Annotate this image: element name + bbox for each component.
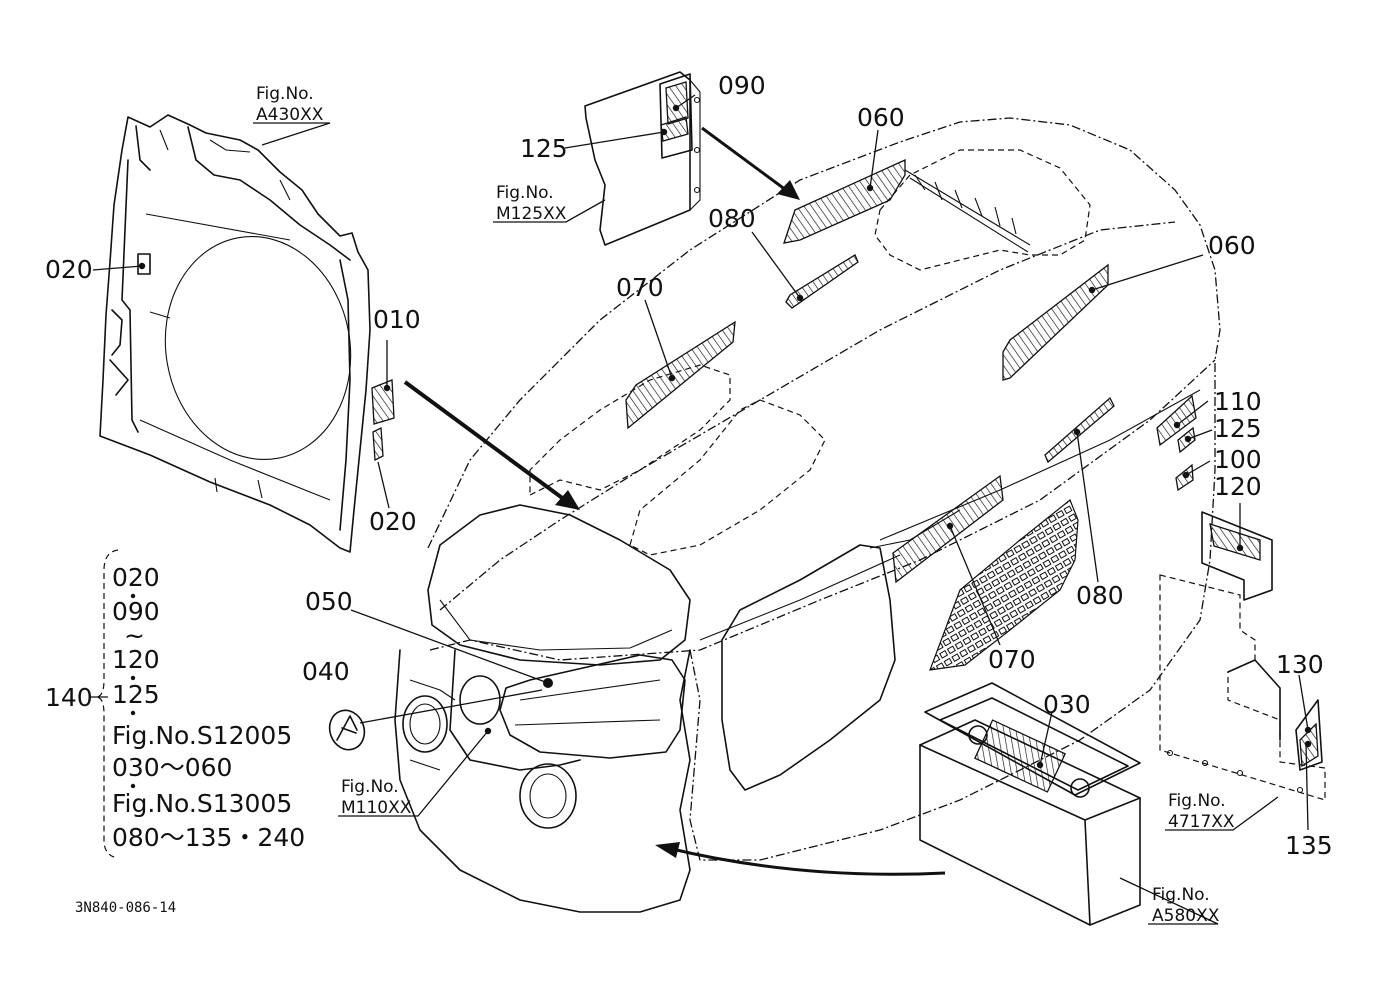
callout-060-top: 060 — [857, 103, 905, 132]
decal-090 — [665, 81, 689, 125]
callout-110: 110 — [1214, 387, 1262, 416]
emblem-040 — [328, 709, 366, 751]
callout-040: 040 — [302, 657, 350, 686]
decal-070-top — [625, 320, 736, 430]
decal-120 — [1209, 523, 1261, 561]
callout-120: 120 — [1214, 472, 1262, 501]
set-140-separator-dot — [130, 783, 136, 789]
set-140-line-4: 120 — [112, 645, 160, 674]
battery-drawing — [919, 682, 1141, 926]
callout-125-right: 125 — [1214, 414, 1262, 443]
decal-060-top — [783, 158, 906, 244]
assembly-arrows — [359, 126, 946, 876]
drawing-code: 3N840-086-14 — [75, 900, 176, 916]
callout-125-top: 125 — [520, 134, 568, 163]
callout-090: 090 — [718, 71, 766, 100]
decal-080-top — [785, 254, 859, 309]
upper-cover-panel — [584, 71, 701, 246]
decal-010 — [371, 379, 395, 425]
set-140-separator-dot — [130, 675, 136, 681]
decal-110 — [1156, 394, 1197, 447]
set-140-line-5: 125 — [112, 680, 160, 709]
fig-ref-m110-label: Fig.No. — [341, 777, 399, 797]
set-140-line-8: Fig.No.S13005 — [112, 789, 292, 818]
callout-030: 030 — [1043, 690, 1091, 719]
fig-ref-a580-label: Fig.No. — [1152, 885, 1210, 905]
decal-070-side — [892, 474, 1004, 584]
callout-130: 130 — [1276, 650, 1324, 679]
bracket-drawing — [1159, 511, 1326, 801]
fig-ref-m125-code: M125XX — [496, 204, 567, 224]
callout-140: 140 — [45, 683, 93, 712]
callout-050: 050 — [305, 587, 353, 616]
callout-060-right: 060 — [1208, 231, 1256, 260]
set-140-brace — [95, 549, 119, 859]
fig-ref-4717-label: Fig.No. — [1168, 791, 1226, 811]
callout-010: 010 — [373, 305, 421, 334]
callout-070-top: 070 — [616, 273, 664, 302]
hood-drawing — [394, 117, 1221, 913]
set-140-line-1: 020 — [112, 563, 160, 592]
callout-135: 135 — [1285, 831, 1333, 860]
fig-ref-4717-code: 4717XX — [1168, 812, 1235, 832]
set-140-line-2: 090 — [112, 597, 160, 626]
callout-020-left: 020 — [45, 255, 93, 284]
callout-080-top: 080 — [708, 204, 756, 233]
set-140-line-9: 080～135・240 — [112, 823, 305, 852]
set-140-line-7: 030～060 — [112, 753, 232, 782]
fig-ref-a580-code: A580XX — [1152, 906, 1220, 926]
fan-shroud-drawing — [99, 114, 371, 553]
callout-020-mid: 020 — [369, 507, 417, 536]
set-140-line-3: ~ — [124, 621, 145, 650]
set-140-separator-dot — [130, 593, 136, 599]
decal-060-right — [1002, 263, 1109, 381]
decal-080-side — [1044, 396, 1115, 464]
leader-lines — [90, 94, 1309, 925]
fig-ref-a430-code: A430XX — [256, 105, 324, 125]
callout-080-right: 080 — [1076, 581, 1124, 610]
fig-ref-m125-label: Fig.No. — [496, 183, 554, 203]
set-140-line-6: Fig.No.S12005 — [112, 721, 292, 750]
fig-ref-m110-code: M110XX — [341, 798, 412, 818]
callout-070-bottom: 070 — [988, 645, 1036, 674]
set-140-separator-dot — [130, 710, 136, 716]
decal-125-top — [660, 116, 689, 142]
decal-020-small — [372, 426, 384, 462]
callout-100: 100 — [1214, 445, 1262, 474]
leader-dots — [138, 104, 1312, 769]
fig-ref-a430-label: Fig.No. — [256, 84, 314, 104]
